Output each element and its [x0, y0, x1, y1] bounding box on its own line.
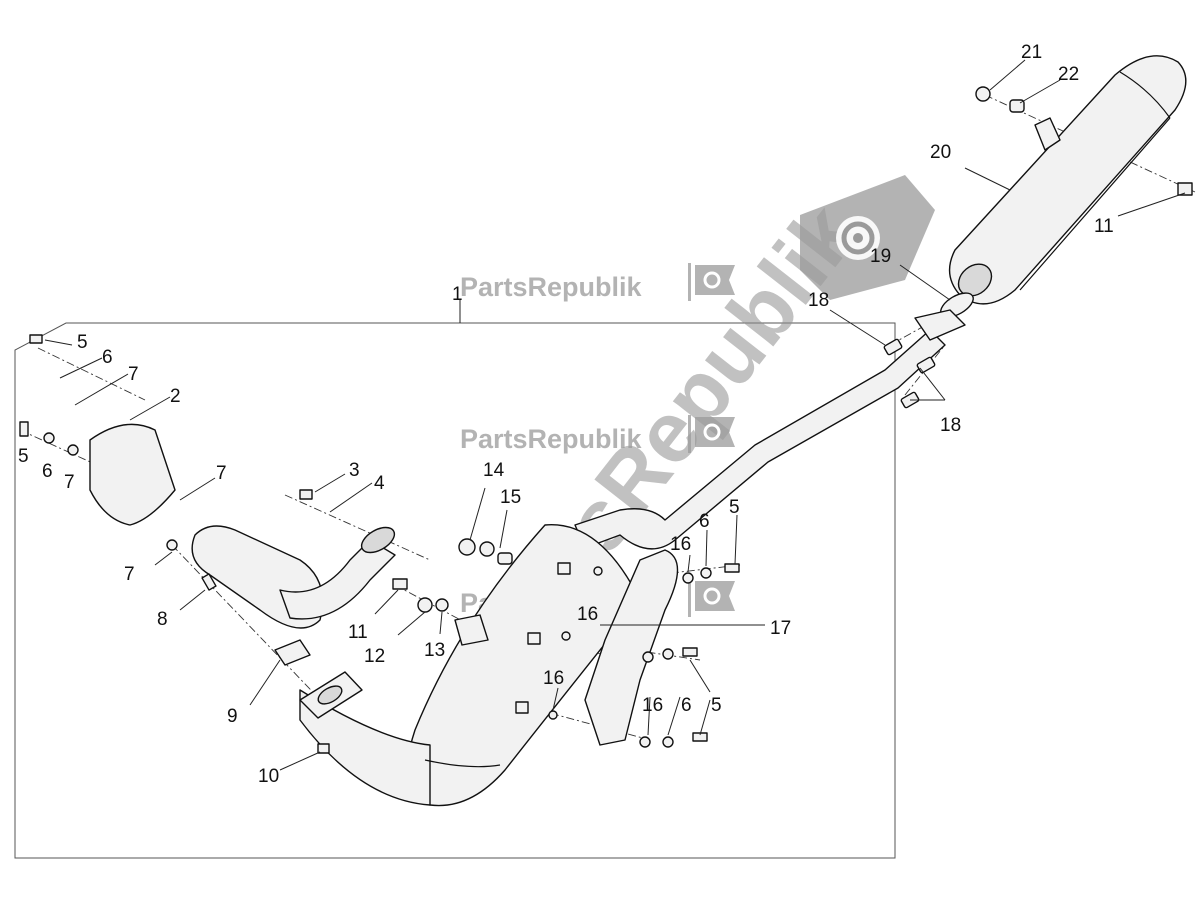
watermark-gear-flag	[800, 175, 935, 300]
muffler	[948, 55, 1187, 305]
callout-5-a: 5	[77, 332, 88, 353]
callout-9: 9	[227, 706, 238, 727]
watermark-2: PartsRepublik	[460, 415, 735, 454]
catalyst-pipe	[191, 525, 396, 629]
callout-22: 22	[1058, 64, 1079, 85]
gear-logo-icon	[695, 417, 735, 447]
callout-6-a: 6	[102, 347, 113, 368]
callout-17: 17	[770, 618, 791, 639]
callout-6-d: 6	[681, 695, 692, 716]
head-flange	[299, 671, 363, 719]
fasteners	[19, 86, 1193, 754]
callout-5-d: 5	[711, 695, 722, 716]
callout-5-c: 5	[729, 497, 740, 518]
callout-11-b: 11	[1094, 216, 1114, 237]
callout-6-c: 6	[699, 511, 710, 532]
watermark-1: PartsRepublik	[460, 263, 735, 302]
watermark-text-1: PartsRepublik	[460, 272, 643, 302]
callout-20: 20	[930, 142, 951, 163]
callout-7-d: 7	[124, 564, 135, 585]
bracket-17	[584, 549, 679, 746]
leader-lines	[44, 59, 1186, 771]
callout-labels: 1 2 3 4 5 5 5 5 6 6 6 6 7 7 7 7 8 9 10 1…	[18, 42, 1114, 787]
callout-3: 3	[349, 460, 360, 481]
callout-21: 21	[1021, 42, 1042, 63]
callout-18-a: 18	[808, 290, 829, 311]
callout-2: 2	[170, 386, 181, 407]
gasket-9	[274, 639, 311, 666]
callout-16-d: 16	[642, 695, 663, 716]
callout-7-c: 7	[216, 463, 227, 484]
callout-7-a: 7	[128, 364, 139, 385]
callout-19: 19	[870, 246, 891, 267]
assembly-frame	[14, 308, 896, 859]
gear-logo-icon	[695, 265, 735, 295]
callout-13: 13	[424, 640, 445, 661]
gear-logo-icon	[695, 581, 735, 611]
callout-7-b: 7	[64, 472, 75, 493]
callout-5-b: 5	[18, 446, 29, 467]
callout-4: 4	[374, 473, 385, 494]
callout-1: 1	[452, 284, 463, 305]
callout-12: 12	[364, 646, 385, 667]
callout-8: 8	[157, 609, 168, 630]
callout-16-c: 16	[543, 668, 564, 689]
callout-14: 14	[483, 460, 505, 481]
callout-11-a: 11	[348, 622, 368, 643]
callout-15: 15	[500, 487, 521, 508]
heat-shield	[89, 423, 176, 526]
callout-16-b: 16	[577, 604, 598, 625]
callout-18-b: 18	[940, 415, 961, 436]
watermark-text-2: PartsRepublik	[460, 424, 643, 454]
callout-16-a: 16	[670, 534, 691, 555]
callout-10: 10	[258, 766, 279, 787]
callout-6-b: 6	[42, 461, 53, 482]
